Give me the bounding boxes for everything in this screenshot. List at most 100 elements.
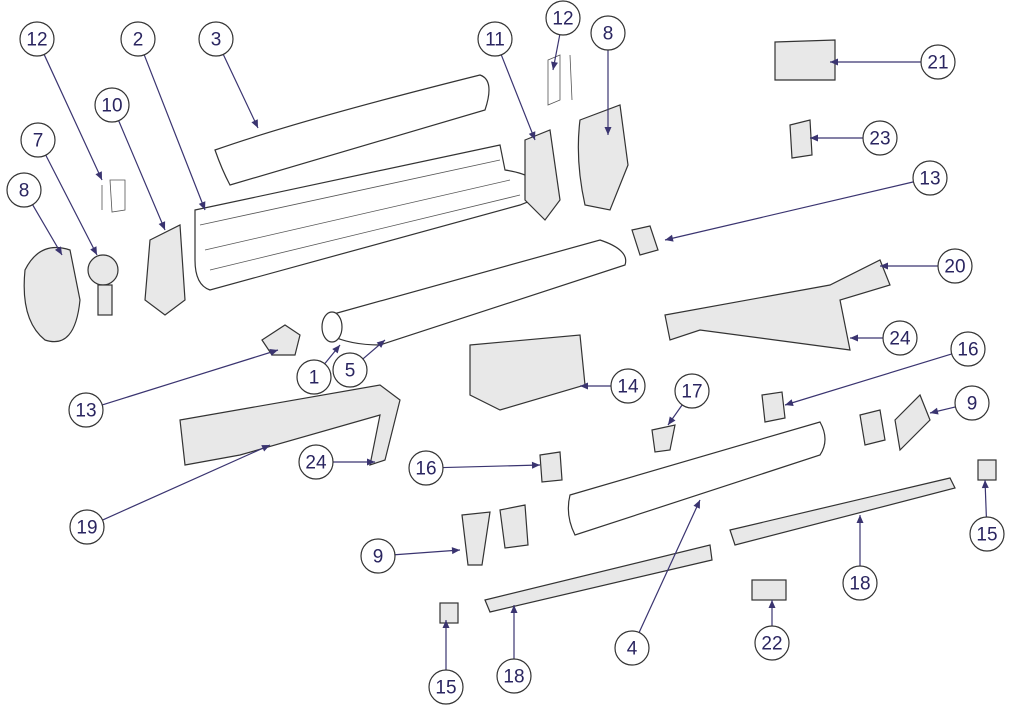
arrowhead-icon — [768, 600, 776, 608]
callout-10: 10 — [94, 87, 166, 231]
part-slider-18-right — [729, 477, 956, 546]
callout-number: 21 — [927, 53, 948, 74]
callout-number: 19 — [76, 518, 97, 539]
callout-bubble — [754, 625, 790, 661]
callout-bubble — [332, 352, 368, 388]
callout-number: 13 — [919, 169, 940, 190]
callout-bubble — [610, 368, 646, 404]
callout-bubble — [969, 516, 1005, 552]
callout-9: 9 — [360, 538, 461, 574]
part-bracket-21 — [774, 39, 836, 81]
part-slider-18-left — [484, 544, 713, 613]
leader-line — [638, 499, 701, 633]
part-motor-head-13-right — [631, 225, 659, 256]
arrowhead-icon — [528, 131, 536, 140]
callout-bubble — [298, 444, 334, 480]
callout-24: 24 — [850, 320, 918, 356]
callout-number: 9 — [373, 547, 384, 568]
callout-bubble — [882, 320, 918, 356]
arrowhead-icon — [376, 340, 385, 348]
arrowhead-icon — [850, 334, 858, 342]
callout-16: 16 — [784, 331, 986, 407]
callout-number: 15 — [976, 525, 997, 546]
arrowhead-icon — [442, 620, 450, 628]
callout-bubble — [477, 21, 513, 57]
arrowhead-icon — [531, 461, 540, 469]
callout-bubble — [590, 15, 626, 51]
callout-number: 12 — [26, 30, 47, 51]
arrowhead-icon — [810, 134, 818, 142]
callout-7: 7 — [20, 122, 98, 256]
arrowhead-icon — [198, 201, 206, 210]
callout-number: 7 — [33, 131, 44, 152]
callout-19: 19 — [69, 444, 271, 545]
callout-bubble — [6, 172, 42, 208]
callout-number: 3 — [211, 30, 222, 51]
arrowhead-icon — [830, 58, 838, 66]
callout-12: 12 — [545, 0, 581, 71]
part-clip-23 — [789, 119, 813, 159]
arrowhead-icon — [580, 382, 588, 390]
callout-18: 18 — [842, 515, 878, 601]
callout-18: 18 — [496, 605, 532, 694]
leader-line — [118, 120, 166, 231]
part-clip-16-left — [539, 451, 563, 483]
arrowhead-icon — [668, 416, 676, 425]
callout-number: 24 — [305, 453, 327, 474]
part-cap-17 — [651, 424, 676, 453]
arrowhead-icon — [261, 445, 270, 452]
arrowhead-icon — [451, 547, 460, 555]
callout-number: 5 — [345, 361, 356, 382]
callout-bubble — [69, 509, 105, 545]
callout-bubble — [94, 87, 130, 123]
part-front-bar-4 — [567, 421, 826, 536]
part-end-cap-9-left — [461, 504, 529, 566]
leader-line — [500, 54, 536, 141]
part-arm-19-24 — [179, 384, 401, 466]
part-end-cap-8-right — [577, 104, 629, 211]
callout-bubble — [496, 658, 532, 694]
callout-number: 20 — [944, 257, 965, 278]
callout-14: 14 — [580, 368, 646, 404]
leader-line — [442, 464, 541, 469]
callout-number: 24 — [889, 329, 911, 350]
callout-8: 8 — [590, 15, 626, 135]
arrowhead-icon — [510, 605, 518, 613]
arrowhead-icon — [332, 345, 340, 354]
leader-line — [102, 444, 271, 521]
callout-bubble — [120, 21, 156, 57]
arrowhead-icon — [693, 500, 700, 509]
callout-15: 15 — [969, 479, 1005, 552]
callout-number: 13 — [75, 401, 96, 422]
callout-number: 10 — [101, 96, 122, 117]
part-roller-tube-1 — [321, 311, 343, 343]
leader-line — [143, 54, 206, 211]
callout-23: 23 — [810, 120, 898, 156]
arrowhead-icon — [54, 246, 62, 255]
arrowhead-icon — [785, 399, 794, 407]
parts — [23, 39, 997, 624]
callout-9: 9 — [929, 385, 990, 421]
callout-bubble — [674, 373, 710, 409]
part-end-cap-8-left — [23, 246, 81, 343]
callout-bubble — [428, 669, 464, 705]
part-end-plate-11 — [524, 129, 561, 221]
callout-number: 2 — [133, 30, 144, 51]
callout-bubble — [19, 21, 55, 57]
part-end-15-right — [977, 459, 997, 481]
part-front-cover-3 — [214, 74, 490, 186]
part-bracket-22 — [751, 579, 787, 601]
arrowhead-icon — [856, 515, 864, 523]
arrowhead-icon — [930, 407, 939, 415]
callout-number: 8 — [603, 24, 614, 45]
callout-number: 23 — [869, 129, 890, 150]
callout-2: 2 — [120, 21, 206, 211]
callout-16: 16 — [408, 450, 541, 486]
callout-12: 12 — [19, 21, 103, 181]
callout-bubble — [842, 565, 878, 601]
callout-number: 17 — [681, 382, 702, 403]
arrowhead-icon — [981, 480, 989, 489]
